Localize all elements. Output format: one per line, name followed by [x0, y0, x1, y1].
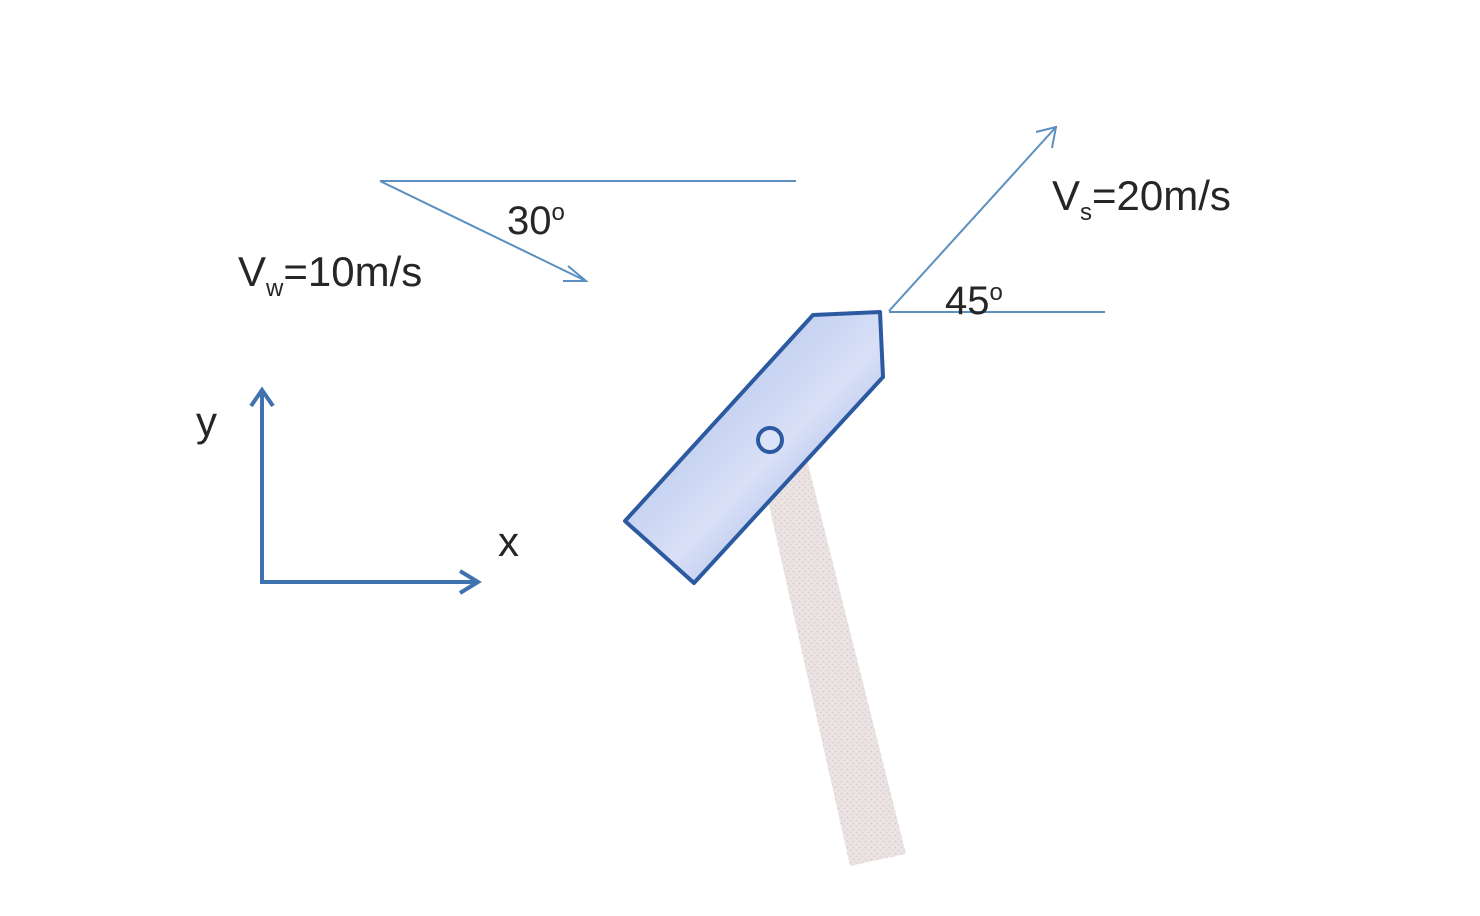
ship-velocity-arrow	[888, 126, 1057, 312]
wind-velocity-arrow	[379, 180, 587, 282]
wind-angle-label: 30o	[507, 199, 565, 243]
x-axis-arrow-head	[458, 569, 482, 595]
boat	[623, 310, 885, 585]
boat-hull	[623, 310, 885, 585]
boat-center-marker	[756, 426, 784, 454]
y-axis-arrow-head	[249, 386, 275, 408]
wind-arrow-head	[563, 265, 589, 282]
boat-wake	[758, 432, 906, 866]
ship-arrow-head	[1035, 125, 1058, 149]
ship-velocity-group: 45o Vs=20m/s	[888, 125, 1231, 323]
ship-angle-label: 45o	[945, 279, 1003, 323]
ship-velocity-label: Vs=20m/s	[1052, 172, 1231, 226]
y-axis-label: y	[196, 398, 217, 445]
x-axis-label: x	[498, 518, 519, 565]
coordinate-axes: y x	[196, 386, 519, 595]
wind-velocity-label: Vw=10m/s	[238, 248, 422, 302]
wind-direction-group: 30o Vw=10m/s	[238, 180, 796, 302]
